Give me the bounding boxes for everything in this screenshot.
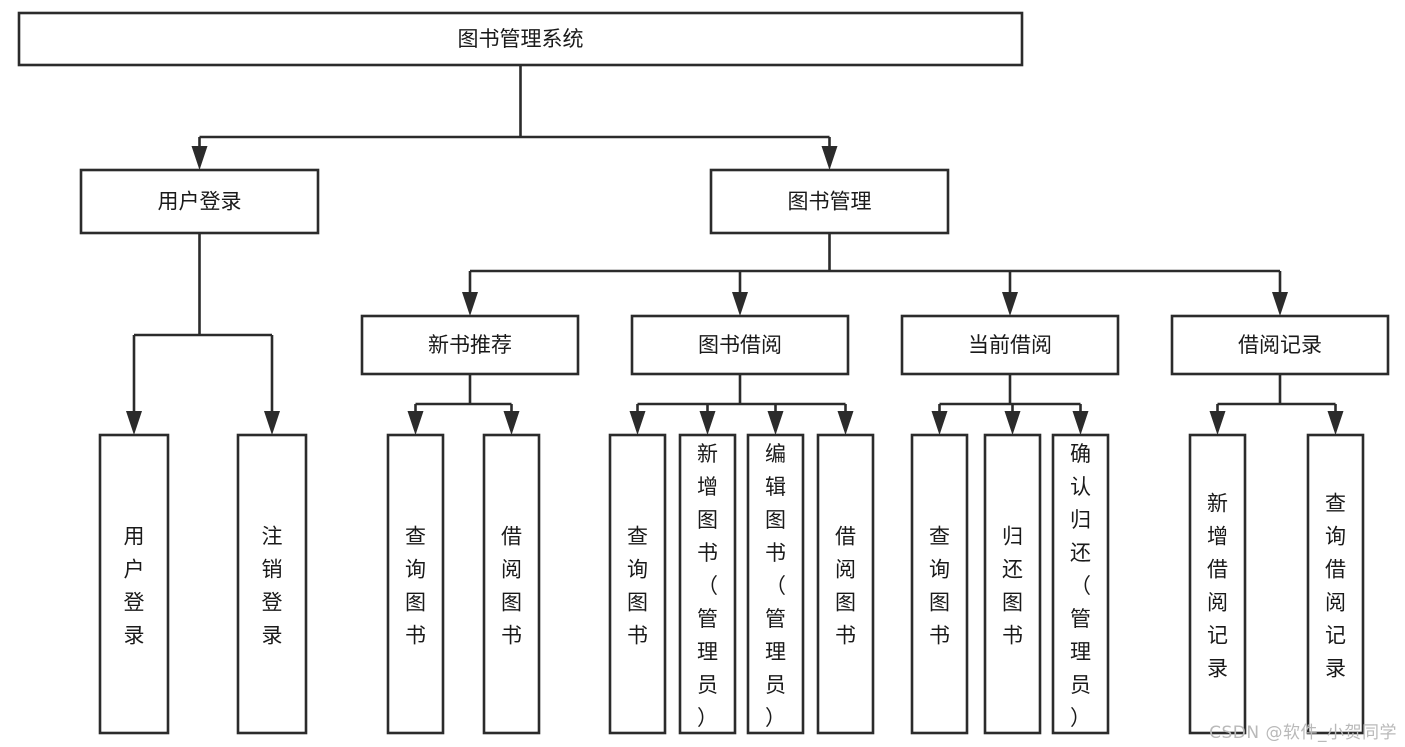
node-leaf-3-label: 借阅图书	[501, 525, 522, 648]
level3-2-to-leaves-drop-2-arrowhead	[1072, 411, 1089, 435]
node-leaf-4[interactable]: 查询图书	[608, 433, 667, 735]
book-mgmt-to-level3-drop-3-arrowhead	[1272, 292, 1288, 316]
book-mgmt-to-level3-drop-0-arrowhead	[462, 292, 478, 316]
node-leaf-0[interactable]: 用户登录	[98, 433, 170, 735]
node-leaf-6-rect[interactable]	[746, 433, 805, 735]
node-level3-2[interactable]: 当前借阅	[900, 314, 1120, 376]
node-leaf-5-label: 新增图书（管理员）	[697, 442, 718, 730]
node-leaf-7-rect[interactable]	[816, 433, 875, 735]
node-leaf-6[interactable]: 编辑图书（管理员）	[746, 433, 805, 735]
node-leaf-6-label: 编辑图书（管理员）	[765, 442, 786, 730]
level3-1-to-leaves-drop-2-arrowhead	[767, 411, 784, 435]
node-leaf-1-rect[interactable]	[236, 433, 308, 735]
node-root-book-management-system-rect[interactable]	[17, 11, 1024, 67]
node-leaf-2[interactable]: 查询图书	[386, 433, 445, 735]
level3-2-to-leaves-drop-1-arrowhead	[1004, 411, 1021, 435]
node-leaf-9-rect[interactable]	[983, 433, 1042, 735]
book-mgmt-to-level3-drop-1-arrowhead	[732, 292, 748, 316]
user-login-to-leaves-drop-0-arrowhead	[126, 411, 142, 435]
node-level3-0-rect[interactable]	[360, 314, 580, 376]
level3-3-to-leaves-drop-1-arrowhead	[1327, 411, 1344, 435]
node-leaf-9[interactable]: 归还图书	[983, 433, 1042, 735]
node-leaf-4-rect[interactable]	[608, 433, 667, 735]
node-level2-1[interactable]: 图书管理	[709, 168, 950, 235]
node-leaf-0-rect[interactable]	[98, 433, 170, 735]
node-leaf-10[interactable]: 确认归还（管理员）	[1051, 433, 1110, 735]
connectors-layer	[126, 65, 1344, 435]
node-leaf-2-rect[interactable]	[386, 433, 445, 735]
node-level2-0[interactable]: 用户登录	[79, 168, 320, 235]
level3-0-to-leaves-drop-0-arrowhead	[407, 411, 424, 435]
node-leaf-8-label: 查询图书	[929, 525, 950, 648]
node-level3-2-label: 当前借阅	[968, 333, 1052, 357]
level3-3-to-leaves-drop-0-arrowhead	[1209, 411, 1226, 435]
node-level3-2-rect[interactable]	[900, 314, 1120, 376]
node-leaf-11[interactable]: 新增借阅记录	[1188, 433, 1247, 735]
node-level3-3-label: 借阅记录	[1238, 333, 1322, 357]
boxes-layer: 图书管理系统用户登录图书管理新书推荐图书借阅当前借阅借阅记录用户登录注销登录查询…	[17, 11, 1390, 735]
node-level3-3-rect[interactable]	[1170, 314, 1390, 376]
node-leaf-3[interactable]: 借阅图书	[482, 433, 541, 735]
node-leaf-7-label: 借阅图书	[835, 525, 856, 648]
book-mgmt-to-level3-drop-2-arrowhead	[1002, 292, 1018, 316]
node-leaf-7[interactable]: 借阅图书	[816, 433, 875, 735]
node-leaf-3-rect[interactable]	[482, 433, 541, 735]
level3-0-to-leaves-drop-1-arrowhead	[503, 411, 520, 435]
level3-1-to-leaves-drop-3-arrowhead	[837, 411, 854, 435]
node-leaf-12-label: 查询借阅记录	[1325, 492, 1346, 681]
node-root-book-management-system-label: 图书管理系统	[458, 27, 584, 51]
node-leaf-11-label: 新增借阅记录	[1207, 492, 1228, 681]
level3-1-to-leaves-drop-1-arrowhead	[699, 411, 716, 435]
node-leaf-8-rect[interactable]	[910, 433, 969, 735]
node-leaf-9-label: 归还图书	[1002, 525, 1023, 648]
node-level3-1-label: 图书借阅	[698, 333, 782, 357]
node-leaf-12[interactable]: 查询借阅记录	[1306, 433, 1365, 735]
node-leaf-5[interactable]: 新增图书（管理员）	[678, 433, 737, 735]
node-level3-1[interactable]: 图书借阅	[630, 314, 850, 376]
node-leaf-4-label: 查询图书	[627, 525, 648, 648]
root-to-level2-drop-0-arrowhead	[191, 146, 208, 170]
node-leaf-8[interactable]: 查询图书	[910, 433, 969, 735]
node-leaf-0-label: 用户登录	[124, 525, 145, 648]
watermark-text: CSDN @软件_小贺同学	[1209, 723, 1397, 743]
node-leaf-10-rect[interactable]	[1051, 433, 1110, 735]
level3-2-to-leaves-drop-0-arrowhead	[931, 411, 948, 435]
user-login-to-leaves-drop-1-arrowhead	[264, 411, 280, 435]
node-leaf-1-label: 注销登录	[262, 525, 283, 648]
node-level2-1-label: 图书管理	[788, 190, 872, 214]
node-leaf-11-rect[interactable]	[1188, 433, 1247, 735]
root-to-level2-drop-1-arrowhead	[821, 146, 838, 170]
node-level3-0[interactable]: 新书推荐	[360, 314, 580, 376]
node-level2-0-rect[interactable]	[79, 168, 320, 235]
node-level3-3[interactable]: 借阅记录	[1170, 314, 1390, 376]
node-leaf-2-label: 查询图书	[405, 525, 426, 648]
node-leaf-5-rect[interactable]	[678, 433, 737, 735]
node-level2-0-label: 用户登录	[158, 190, 242, 214]
node-root-book-management-system[interactable]: 图书管理系统	[17, 11, 1024, 67]
node-level2-1-rect[interactable]	[709, 168, 950, 235]
node-leaf-12-rect[interactable]	[1306, 433, 1365, 735]
node-leaf-1[interactable]: 注销登录	[236, 433, 308, 735]
level3-1-to-leaves-drop-0-arrowhead	[629, 411, 646, 435]
node-level3-0-label: 新书推荐	[428, 333, 512, 357]
node-leaf-10-label: 确认归还（管理员）	[1070, 442, 1091, 730]
node-level3-1-rect[interactable]	[630, 314, 850, 376]
